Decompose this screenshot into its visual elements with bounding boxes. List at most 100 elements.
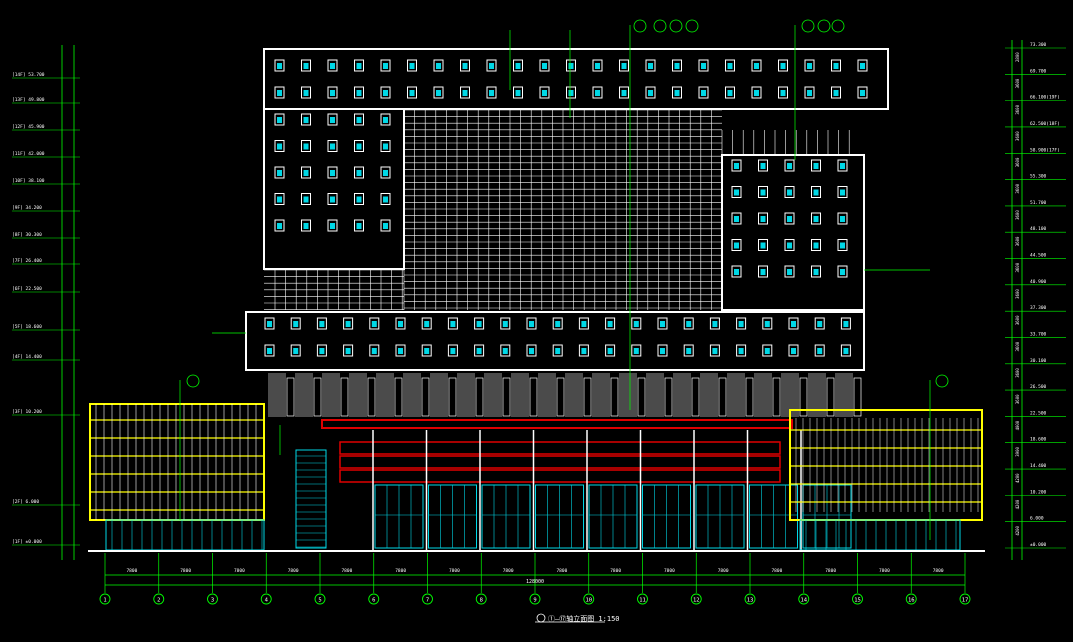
window-upper-r0-c14 xyxy=(645,59,656,72)
axis-label-5: 5 xyxy=(318,598,321,604)
window-upper-r0-c10-glass xyxy=(542,63,547,69)
bay-dimension-7: 7800 xyxy=(503,568,514,574)
window-left-r4-c3 xyxy=(354,219,364,232)
window-right-r0-c4 xyxy=(837,159,848,172)
window-left-r0-c1-glass xyxy=(303,117,309,123)
window-mid-r1-c21 xyxy=(814,344,825,357)
axis-bubble-8 xyxy=(475,593,487,605)
window-upper-r1-c16-glass xyxy=(701,90,706,96)
window-right-r1-c0 xyxy=(731,186,742,198)
right-dim-17: 4200 xyxy=(1015,499,1020,509)
window-right-r0-c0 xyxy=(731,159,742,172)
window-left-r3-c1 xyxy=(301,193,311,205)
axis-bubble-1 xyxy=(99,593,111,605)
window-left-r4-c1-glass xyxy=(303,223,309,229)
window-mid-r1-c2 xyxy=(316,344,327,357)
window-upper-r1-c0-glass xyxy=(277,90,282,96)
window-mid-r1-c19-glass xyxy=(764,348,770,354)
right-dim-2: 3600 xyxy=(1015,104,1020,114)
right-level-label-19: ±0.000 xyxy=(1030,542,1047,548)
window-mid-r0-c8-glass xyxy=(476,321,482,327)
window-mid-r1-c14-glass xyxy=(633,348,639,354)
window-upper-r1-c3 xyxy=(354,86,364,99)
window-upper-r0-c5 xyxy=(407,59,417,72)
window-mid-r0-c17-glass xyxy=(712,321,718,327)
axis-bubble-17 xyxy=(959,593,971,605)
window-upper-r1-c14 xyxy=(645,86,656,99)
bay-dimension-11: 7800 xyxy=(718,568,729,574)
window-upper-r1-c7 xyxy=(460,86,470,99)
window-upper-r1-c1-glass xyxy=(303,90,309,96)
axis-bubble-10 xyxy=(583,593,595,605)
window-upper-r1-c1 xyxy=(301,86,311,99)
window-upper-r0-c13 xyxy=(619,59,629,72)
window-mid-r1-c10-glass xyxy=(529,348,534,354)
right-level-label-13: 26.500 xyxy=(1030,384,1047,390)
window-upper-r1-c22 xyxy=(857,86,868,99)
window-mid-r1-c6 xyxy=(421,344,432,357)
window-mid-r0-c12 xyxy=(578,317,589,330)
window-mid-r0-c5 xyxy=(395,317,406,330)
right-level-label-4: 58.900(17F) xyxy=(1030,147,1060,153)
right-dim-1: 3600 xyxy=(1015,78,1020,88)
window-right-r2-c1 xyxy=(758,212,768,225)
window-right-r2-c0-glass xyxy=(734,216,739,222)
stair-glazing xyxy=(295,449,327,549)
window-left-r1-c1-glass xyxy=(303,143,309,150)
window-upper-r1-c17 xyxy=(725,86,735,99)
right-dim-7: 3600 xyxy=(1015,236,1020,246)
window-mid-r1-c19 xyxy=(762,344,773,357)
window-upper-r0-c6-glass xyxy=(436,63,441,69)
window-upper-r0-c21-glass xyxy=(833,63,839,69)
axis-label-8: 8 xyxy=(480,598,483,604)
window-upper-r0-c9 xyxy=(513,59,523,72)
window-upper-r0-c13-glass xyxy=(621,63,627,69)
window-mid-r0-c14-glass xyxy=(633,321,639,327)
axis-bubble-12 xyxy=(690,593,702,605)
window-upper-r1-c22-glass xyxy=(860,90,865,96)
window-mid-r0-c6-glass xyxy=(424,321,430,327)
window-upper-r0-c2 xyxy=(327,59,338,72)
axis-bubble-15 xyxy=(852,593,863,605)
window-upper-r1-c10 xyxy=(539,86,550,99)
callout-bubble-4 xyxy=(801,19,815,33)
window-upper-r1-c8-glass xyxy=(489,90,494,96)
window-left-r0-c2-glass xyxy=(330,117,335,123)
right-dim-6: 3600 xyxy=(1015,210,1020,220)
window-upper-r1-c12-glass xyxy=(595,90,600,96)
window-mid-r1-c14 xyxy=(631,344,642,357)
window-left-r3-c4 xyxy=(380,193,391,205)
window-upper-r0-c22-glass xyxy=(860,63,865,69)
window-upper-r1-c19-glass xyxy=(780,90,786,96)
window-mid-r0-c20 xyxy=(788,317,799,330)
window-right-r4-c3-glass xyxy=(813,269,819,275)
window-mid-r1-c15-glass xyxy=(660,348,665,354)
window-mid-r0-c3 xyxy=(343,317,354,330)
left-level-label-12: [2F] 6.000 xyxy=(12,499,39,505)
window-upper-r0-c12 xyxy=(592,59,603,72)
window-upper-r0-c16 xyxy=(698,59,709,72)
window-right-r0-c3-glass xyxy=(813,163,819,169)
right-dim-3: 3600 xyxy=(1015,131,1020,141)
curtain-wall-grid xyxy=(264,109,850,310)
window-mid-r0-c0-glass xyxy=(267,321,272,327)
right-level-label-8: 44.500 xyxy=(1030,253,1047,259)
window-upper-r1-c19 xyxy=(778,86,788,99)
window-mid-r0-c4-glass xyxy=(371,321,377,327)
window-right-r4-c4-glass xyxy=(840,269,845,275)
middle-block-outline xyxy=(245,311,865,371)
window-upper-r0-c9-glass xyxy=(515,63,521,69)
window-upper-r1-c11 xyxy=(566,86,576,99)
window-right-r4-c2-glass xyxy=(787,269,792,275)
callout-bubble-0 xyxy=(633,19,647,33)
axis-bubble-6 xyxy=(368,593,380,605)
axis-bubble-5 xyxy=(314,593,326,605)
right-level-label-5: 55.300 xyxy=(1030,174,1047,180)
window-mid-r1-c9 xyxy=(500,344,511,357)
window-mid-r0-c4 xyxy=(369,317,380,330)
window-left-r0-c3 xyxy=(354,113,364,126)
right-annex xyxy=(789,409,983,551)
window-mid-r0-c12-glass xyxy=(581,321,587,327)
window-right-r2-c3-glass xyxy=(813,216,819,222)
window-mid-r1-c18-glass xyxy=(738,348,744,354)
